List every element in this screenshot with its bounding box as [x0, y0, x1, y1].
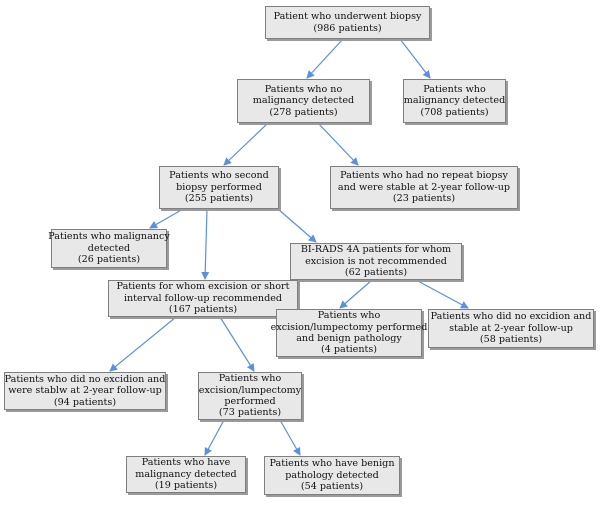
connector-arrow [219, 316, 255, 372]
connector-arrow [306, 38, 344, 79]
node-birads-4a: BI-RADS 4A patients for whom excision is… [290, 243, 462, 280]
node-text: interval follow-up recommended [123, 292, 283, 304]
node-text: Patients who [423, 83, 486, 95]
node-count: (73 patients) [218, 407, 282, 419]
node-second-biopsy: Patients who second biopsy performed (25… [159, 166, 279, 209]
node-text: Patients who had no repeat biopsy [340, 170, 508, 182]
node-text: Patients for whom excision or short [116, 281, 290, 293]
node-text: excision is not recommended [305, 255, 447, 267]
node-text: Patients who [218, 373, 282, 385]
node-count: (19 patients) [154, 480, 218, 492]
node-count: (986 patients) [313, 22, 382, 34]
connector-arrow [204, 419, 225, 456]
node-lumpectomy: Patients who excision/lumpectomy perform… [198, 372, 302, 420]
connector-arrow [201, 208, 210, 280]
node-count: (62 patients) [344, 267, 408, 279]
node-count: (54 patients) [300, 481, 364, 493]
node-text: Patients who did no excidion and [430, 311, 592, 323]
node-have-benign: Patients who have benign pathology detec… [264, 456, 400, 495]
node-count: (94 patients) [53, 396, 117, 408]
node-text: and benign pathology [296, 333, 402, 344]
node-count: (4 patients) [320, 344, 378, 356]
node-text: biopsy performed [176, 181, 262, 193]
node-text: malignancy detected [135, 468, 237, 480]
node-count: (167 patients) [168, 304, 238, 316]
node-no-repeat-biopsy: Patients who had no repeat biopsy and we… [330, 166, 518, 209]
node-excision-recommended: Patients for whom excision or short inte… [108, 280, 298, 317]
connector-arrow [109, 316, 177, 372]
node-count: (255 patients) [184, 193, 254, 205]
connector-arrow [279, 419, 301, 456]
node-malignancy-detected-2: Patients who malignancy detected (26 pat… [48, 229, 170, 268]
node-text: Patients who malignancy [48, 231, 170, 243]
node-text: detected [87, 242, 131, 254]
node-text: Patients who have [141, 457, 231, 469]
node-text: Patient who underwent biopsy [273, 11, 422, 23]
connector-arrow [399, 38, 431, 79]
connector-arrow [415, 279, 469, 309]
node-text: Patients who have benign [269, 458, 395, 470]
connector-arrow [223, 122, 269, 166]
node-text: were stablw at 2-year follow-up [8, 385, 162, 397]
connector-arrow [277, 208, 317, 243]
node-lumpectomy-benign: Patients who excision/lumpectomy perform… [271, 309, 427, 357]
node-count: (23 patients) [392, 193, 456, 205]
node-text: malignancy detected [252, 95, 355, 107]
node-text: excision/lumpectomy [198, 384, 302, 396]
node-text: performed [224, 396, 276, 407]
node-count: (58 patients) [479, 334, 543, 346]
node-text: Patients who no [264, 83, 343, 95]
node-have-malignancy: Patients who have malignancy detected (1… [126, 456, 246, 493]
connector-arrow [317, 122, 359, 166]
node-count: (278 patients) [269, 106, 338, 118]
node-text: Patients who second [169, 170, 269, 182]
node-text: BI-RADS 4A patients for whom [300, 244, 452, 256]
node-text: Patients who [317, 310, 381, 322]
node-text: stable at 2-year follow-up [449, 322, 573, 334]
node-biopsy-total: Patient who underwent biopsy (986 patien… [265, 6, 430, 39]
node-count: (26 patients) [77, 254, 141, 266]
node-text: Patients who did no excidion and [4, 373, 166, 385]
node-text: and were stable at 2-year follow-up [337, 181, 511, 193]
node-no-excision-58: Patients who did no excidion and stable … [428, 309, 594, 348]
node-malignancy-detected: Patients who malignancy detected (708 pa… [403, 79, 506, 123]
node-no-malignancy: Patients who no malignancy detected (278… [237, 79, 370, 123]
node-text: excision/lumpectomy performed [270, 321, 428, 333]
node-no-excision-94: Patients who did no excidion and were st… [4, 372, 166, 410]
node-text: pathology detected [285, 469, 379, 481]
node-count: (708 patients) [420, 106, 489, 118]
connector-arrow [339, 279, 373, 309]
connector-arrow [149, 208, 184, 229]
node-text: malignancy detected [403, 95, 506, 107]
